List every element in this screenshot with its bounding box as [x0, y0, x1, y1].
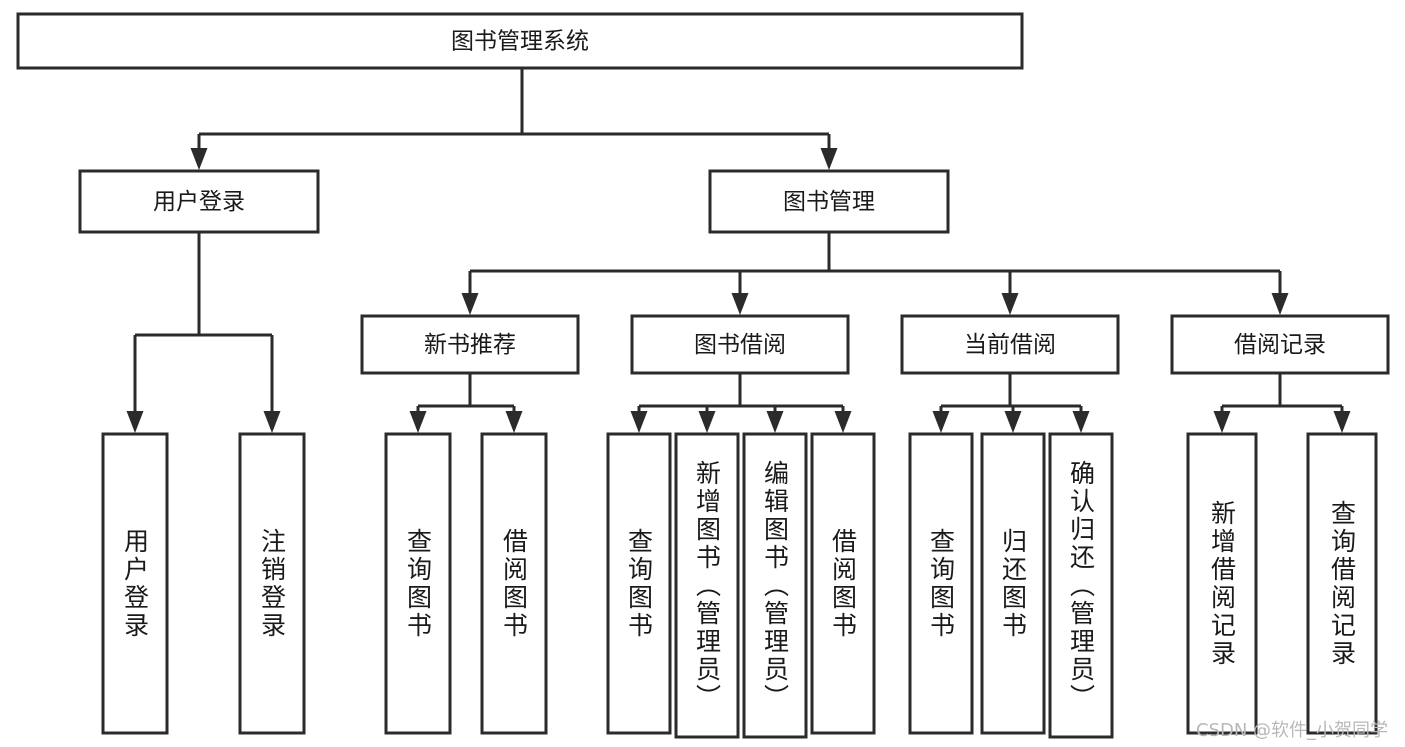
node-box-leaf-user-login[interactable] [101, 432, 169, 735]
arrow-head-icon [126, 411, 144, 433]
connector-group [932, 373, 1090, 433]
arrow-head-icon [932, 411, 950, 433]
connector-group [126, 232, 281, 433]
arrow-head-icon [1213, 411, 1231, 433]
node-box-leaf-bb-edit[interactable] [742, 432, 808, 739]
arrow-head-icon [263, 411, 281, 433]
node-box-leaf-cb-return[interactable] [980, 432, 1046, 735]
arrow-head-icon [190, 148, 208, 170]
arrow-head-icon [630, 411, 648, 433]
arrow-head-icon [505, 411, 523, 433]
node-label-user-login: 用户登录 [153, 189, 245, 215]
node-label-new-book-rec: 新书推荐 [424, 332, 516, 358]
arrow-head-icon [820, 148, 838, 170]
node-label-current-borrow: 当前借阅 [964, 332, 1056, 358]
node-box-leaf-rec-borrow[interactable] [480, 432, 548, 735]
node-box-book-manage[interactable] [708, 169, 950, 234]
arrow-head-icon [698, 411, 716, 433]
node-label-borrow-record: 借阅记录 [1234, 332, 1326, 358]
node-box-leaf-br-query[interactable] [1306, 432, 1378, 735]
edges-layer [126, 68, 1351, 433]
connector-group [190, 68, 838, 170]
node-box-leaf-br-add[interactable] [1186, 432, 1258, 735]
node-label-book-borrow: 图书借阅 [694, 332, 786, 358]
arrow-head-icon [1333, 411, 1351, 433]
arrow-head-icon [1271, 293, 1289, 315]
arrow-head-icon [731, 293, 749, 315]
node-box-leaf-bb-add[interactable] [674, 432, 740, 739]
node-box-leaf-bb-query[interactable] [606, 432, 672, 735]
connector-group [1213, 373, 1351, 433]
node-box-borrow-record[interactable] [1170, 314, 1390, 375]
connector-group [461, 232, 1289, 315]
node-box-leaf-rec-query[interactable] [384, 432, 452, 735]
node-box-book-borrow[interactable] [630, 314, 850, 375]
connector-group [409, 373, 523, 433]
node-label-root: 图书管理系统 [451, 29, 589, 55]
arrow-head-icon [834, 411, 852, 433]
arrow-head-icon [1001, 293, 1019, 315]
node-box-new-book-rec[interactable] [360, 314, 580, 375]
arrow-head-icon [461, 293, 479, 315]
node-box-leaf-user-logout[interactable] [238, 432, 306, 735]
node-box-root[interactable] [16, 12, 1024, 70]
node-label-book-manage: 图书管理 [783, 189, 875, 215]
arrow-head-icon [766, 411, 784, 433]
arrow-head-icon [1072, 411, 1090, 433]
node-box-user-login[interactable] [78, 169, 320, 234]
arrow-head-icon [409, 411, 427, 433]
node-box-leaf-cb-confirm[interactable] [1048, 432, 1114, 739]
node-box-leaf-bb-borrow[interactable] [810, 432, 876, 735]
connector-group [630, 373, 852, 433]
arrow-head-icon [1004, 411, 1022, 433]
node-box-current-borrow[interactable] [900, 314, 1120, 375]
node-box-leaf-cb-query[interactable] [908, 432, 974, 735]
